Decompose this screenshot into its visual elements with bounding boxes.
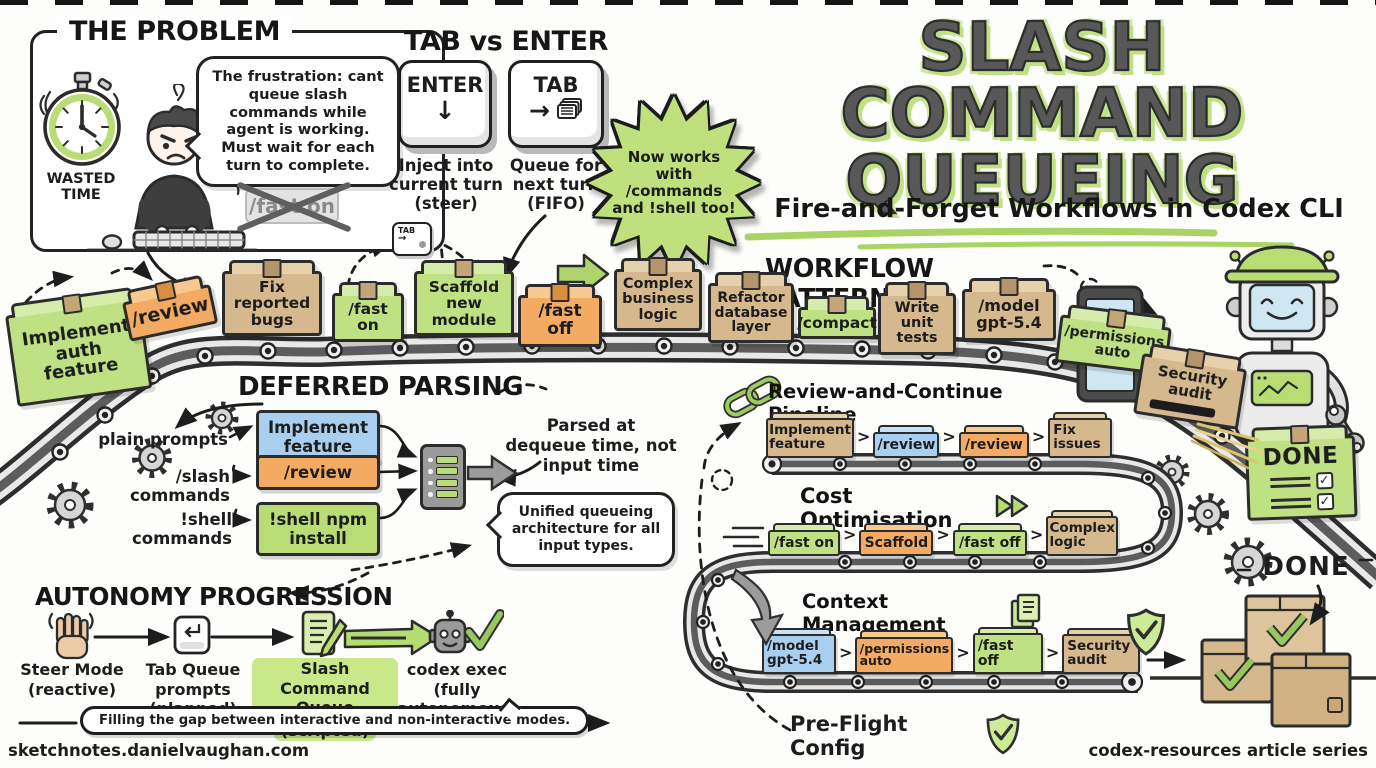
pipeline-box: Scaffold bbox=[859, 523, 934, 556]
unified-queueing-bubble: Unified queueing architecture for all in… bbox=[497, 492, 675, 568]
speed-lines bbox=[722, 526, 765, 548]
tab-vs-enter-heading: TAB vs ENTER bbox=[403, 26, 609, 57]
queue-buffer-icon bbox=[420, 444, 466, 510]
title-line-2: QUEUEING bbox=[844, 140, 1240, 219]
footer-site-url: sketchnotes.danielvaughan.com bbox=[8, 741, 310, 760]
enter-caption: Inject into current turn (steer) bbox=[389, 156, 503, 214]
stage-steer-mode: Steer Mode (reactive) bbox=[8, 660, 136, 699]
preflight-label: Pre-Flight Config bbox=[790, 712, 908, 760]
belt-box-refactor-database-layer: Refactor database layer bbox=[708, 272, 794, 344]
checklist-row: ✓ bbox=[1270, 493, 1334, 512]
shield-check-icon bbox=[986, 713, 1020, 760]
footer-series-label: codex-resources article series bbox=[1088, 741, 1368, 760]
dequeue-note: Parsed at dequeue time, not input time bbox=[505, 416, 677, 475]
deferred-parsing-heading: DEFERRED PARSING bbox=[238, 372, 524, 402]
keycap-icon bbox=[172, 614, 212, 660]
belt-box-compact: /compact bbox=[797, 296, 877, 340]
tab-caption: Queue for next turn (FIFO) bbox=[509, 156, 603, 214]
chevron-icon: > bbox=[936, 525, 950, 544]
belt-box-fast-on: /fast on bbox=[332, 282, 404, 342]
checkbox-icon: ✓ bbox=[1316, 493, 1334, 511]
checked-boxes-icon bbox=[1188, 588, 1358, 737]
mini-tab-key-icon: TAB → bbox=[392, 222, 432, 256]
check-icon bbox=[464, 606, 505, 658]
frustration-speech-bubble: The frustration: cant queue slash comman… bbox=[196, 56, 400, 187]
chevron-icon: > bbox=[1031, 427, 1046, 446]
pages-stack-icon bbox=[556, 97, 583, 125]
starburst-shape bbox=[588, 96, 760, 270]
shield-check-icon bbox=[1126, 608, 1166, 660]
checkbox-icon: ✓ bbox=[1315, 472, 1334, 490]
chevron-icon: > bbox=[857, 427, 871, 446]
pipeline-row-review-continue: Implement feature > /review > /review > … bbox=[766, 400, 1113, 458]
chevron-icon: > bbox=[839, 643, 853, 662]
chevron-icon: > bbox=[956, 643, 970, 662]
stage-label: Tab Queue prompts bbox=[145, 660, 241, 699]
workflow-dashed-arc bbox=[697, 421, 792, 732]
plain-prompts-label: plain prompts bbox=[98, 430, 228, 449]
belt-box-complex-business-logic: Complex business logic bbox=[614, 258, 702, 331]
pipeline-box: Complex logic bbox=[1046, 509, 1119, 556]
belt-box-fast-off: /fast off bbox=[518, 284, 602, 347]
torn-page-edge bbox=[0, 0, 1376, 5]
hand-icon bbox=[48, 610, 94, 666]
mini-tab-label: TAB bbox=[398, 226, 416, 235]
checklist-row: ✓ bbox=[1269, 472, 1334, 491]
belt-box-review: /review bbox=[120, 273, 219, 342]
done-label: DONE bbox=[1262, 552, 1350, 582]
belt-box-scaffold-new-module: Scaffold new module bbox=[414, 260, 514, 336]
pipeline-box: /model gpt-5.4 bbox=[762, 627, 836, 674]
pipeline-row-context: /model gpt-5.4 > /permissions auto > /fa… bbox=[762, 614, 1141, 674]
chevron-icon: > bbox=[1045, 643, 1060, 662]
starburst-badge: Now works with /commands and !shell too! bbox=[588, 96, 760, 270]
starburst-text: Now works with /commands and !shell too! bbox=[612, 147, 736, 218]
shell-commands-label: !shell commands bbox=[131, 510, 232, 548]
stopwatch-icon bbox=[36, 70, 128, 176]
autonomy-heading: AUTONOMY PROGRESSION bbox=[35, 582, 393, 611]
chevron-icon: > bbox=[843, 525, 857, 544]
stage-label: Steer Mode bbox=[20, 660, 124, 679]
gap-note-pill: Filling the gap between interactive and … bbox=[80, 706, 590, 735]
done-crate-label: DONE bbox=[1262, 442, 1339, 472]
pipeline-box: /review bbox=[958, 425, 1029, 458]
enter-key: ENTER ↓ bbox=[398, 60, 492, 148]
frustrated-user-illustration bbox=[82, 82, 262, 256]
slash-commands-label: /slash commands bbox=[129, 467, 230, 505]
right-arrow-icon: → bbox=[529, 96, 550, 126]
tab-key: TAB → bbox=[508, 60, 604, 148]
belt-box-write-unit-tests: Write unit tests bbox=[878, 282, 956, 355]
tab-key-label: TAB bbox=[533, 73, 579, 97]
pipeline-box: /permissions auto bbox=[855, 630, 954, 674]
deferred-box-shell: !shell npm install bbox=[256, 502, 380, 556]
chevron-icon: > bbox=[1029, 525, 1044, 544]
page-subtitle: Fire-and-Forget Workflows in Codex CLI bbox=[774, 194, 1344, 224]
done-crate: DONE ✓ ✓ bbox=[1244, 424, 1358, 522]
page-title: SLASH COMMAND QUEUEING bbox=[712, 8, 1372, 219]
pipeline-box: Fix issues bbox=[1048, 411, 1113, 458]
pipeline-box: /fast off bbox=[972, 626, 1043, 674]
title-line-1: SLASH COMMAND bbox=[839, 8, 1244, 153]
down-arrow-icon: ↓ bbox=[434, 96, 456, 125]
stage-label: codex exec bbox=[406, 660, 508, 679]
pipeline-box: /review bbox=[873, 425, 940, 458]
stage-sub-label: (reactive) bbox=[27, 679, 117, 699]
pipeline-box: /fast off bbox=[952, 523, 1027, 556]
mini-tab-arrow-icon: → bbox=[398, 233, 407, 244]
belt-box-fix-reported-bugs: Fix reported bugs bbox=[222, 260, 322, 336]
enter-key-label: ENTER bbox=[406, 73, 484, 97]
pipeline-box: Implement feature bbox=[766, 411, 854, 458]
chevron-icon: > bbox=[942, 427, 956, 446]
deferred-box-slash: /review bbox=[256, 455, 380, 490]
pipeline-row-cost: /fast on > Scaffold > /fast off > Comple… bbox=[768, 498, 1119, 556]
pipeline-box: /fast on bbox=[768, 523, 840, 556]
wasted-time-label: WASTED TIME bbox=[46, 171, 116, 203]
belt-box-model-gpt: /model gpt-5.4 bbox=[962, 278, 1056, 341]
problem-heading: THE PROBLEM bbox=[57, 16, 293, 47]
crossed-out-command: /fast on bbox=[236, 181, 352, 233]
preflight-config: Pre-Flight Config bbox=[790, 712, 1020, 760]
